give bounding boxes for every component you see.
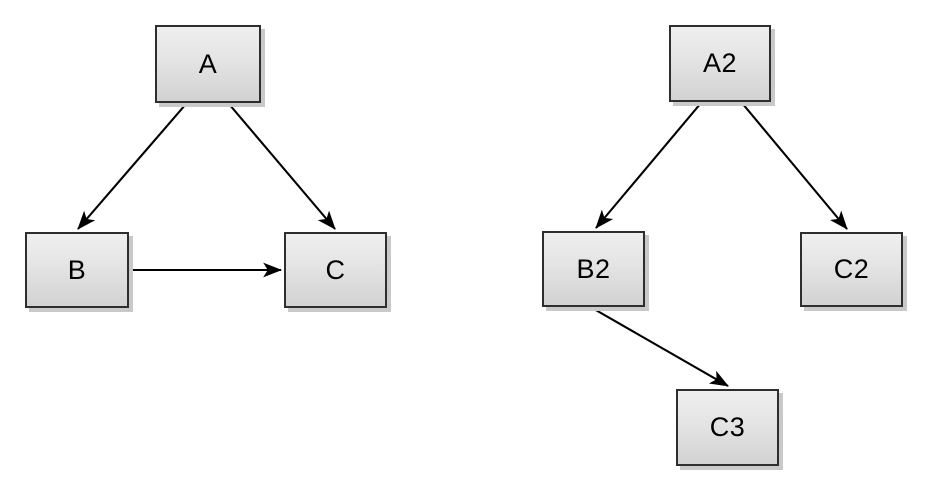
node-c3-label: C3 <box>709 412 746 442</box>
node-b2-label: B2 <box>576 253 611 284</box>
node-b[interactable]: B <box>25 232 129 308</box>
edge-b2-to-c3 <box>593 308 729 387</box>
node-a2-label: A2 <box>702 48 738 78</box>
node-a-label: A <box>198 48 218 79</box>
node-a[interactable]: A <box>155 25 261 103</box>
edge-a-to-c <box>228 103 336 230</box>
node-c-label: C <box>325 254 346 285</box>
node-b-label: B <box>67 254 87 285</box>
node-a2[interactable]: A2 <box>669 25 771 102</box>
edge-a-to-b <box>77 103 187 230</box>
edge-a2-to-b2 <box>595 102 702 229</box>
node-b2[interactable]: B2 <box>542 231 645 307</box>
node-c2-label: C2 <box>833 254 870 284</box>
node-c[interactable]: C <box>284 232 387 308</box>
edge-a2-to-c2 <box>741 102 848 230</box>
node-c3[interactable]: C3 <box>676 389 779 466</box>
node-c2[interactable]: C2 <box>800 232 903 307</box>
